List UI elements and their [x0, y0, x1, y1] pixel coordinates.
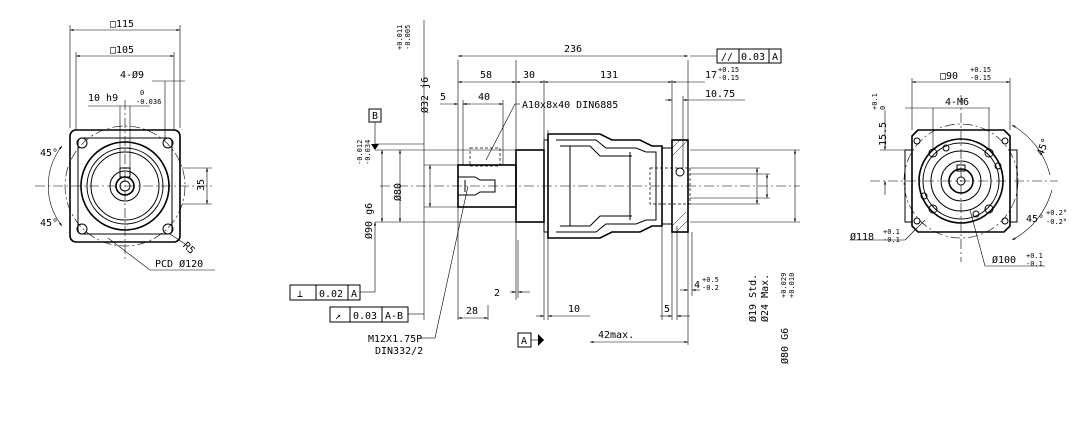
len-17: 17 [705, 70, 717, 81]
rear-dia-100-tol-lower: -0.1 [1026, 260, 1043, 268]
front-square-outer-label: □115 [110, 19, 134, 30]
len-17-tol-upper: +0.15 [718, 66, 739, 74]
front-angle-top: 45° [40, 148, 58, 159]
rear-dia-118-tol-upper: +0.1 [883, 228, 900, 236]
front-pcd-label: PCD Ø120 [155, 258, 203, 270]
front-keyway-label: 10 h9 [88, 93, 118, 104]
rear-angle-tol-lower: -0.2° [1046, 218, 1067, 226]
parallelism-datum: A [772, 52, 778, 63]
runout-datum: A-B [385, 311, 403, 322]
rear-height-tol-upper: +0.1 [871, 93, 879, 110]
thread-callout-1: M12X1.75P [368, 334, 422, 345]
front-keyway-tol-upper: 0 [140, 89, 144, 97]
dia-19-std: Ø19 Std. [747, 274, 759, 322]
rear-threads-label: 4-M6 [945, 97, 969, 108]
len-17-tol-lower: -0.15 [718, 74, 739, 82]
thread-callout-2: DIN332/2 [375, 346, 423, 357]
rear-dia-118: Ø118 [850, 231, 874, 243]
perp-datum: A [351, 289, 357, 300]
len-2: 2 [494, 288, 500, 299]
total-length-236: 236 [564, 44, 582, 55]
front-holes-label: 4-Ø9 [120, 69, 144, 81]
parallelism-value: 0.03 [741, 52, 765, 63]
len-10: 10 [568, 304, 580, 315]
rear-dia-100: Ø100 [992, 254, 1016, 266]
max-42: 42max. [598, 330, 634, 341]
len-4: 4 [694, 280, 700, 291]
len-131: 131 [600, 70, 618, 81]
datum-a: A [521, 336, 527, 347]
rear-square-tol-lower: -0.15 [970, 74, 991, 82]
len-5-top: 5 [440, 92, 446, 103]
perp-value: 0.02 [319, 289, 343, 300]
len-58: 58 [480, 70, 492, 81]
rear-view: □90 +0.15 -0.15 4-M6 15.5 +0.1 0 45° 45°… [850, 66, 1067, 268]
perp-symbol: ⊥ [297, 289, 303, 300]
bore-fit-label: Ø80 G6 [779, 328, 791, 364]
front-view: □115 □105 4-Ø9 10 h9 0 -0.036 45° 45° 35… [35, 19, 215, 271]
runout-value: 0.03 [353, 311, 377, 322]
len-40: 40 [478, 92, 490, 103]
front-square-inner-label: □105 [110, 45, 134, 56]
len-4-tol-lower: -0.2 [702, 284, 719, 292]
rear-dia-100-tol-upper: +0.1 [1026, 252, 1043, 260]
rear-dia-118-tol-lower: -0.1 [883, 236, 900, 244]
len-10-75: 10.75 [705, 89, 735, 100]
rear-angle-bottom: 45° [1026, 214, 1044, 225]
parallelism-frame: // 0.03 A [690, 48, 782, 64]
len-4-tol-upper: +0.5 [702, 276, 719, 284]
front-height-35: 35 [196, 179, 207, 191]
pilot-tol-lower: -0.034 [364, 140, 372, 165]
shaft-fit-label: Ø32 j6 [419, 77, 431, 113]
rear-height-label: 15.5 [878, 122, 889, 146]
dia-24-max: Ø24 Max. [759, 274, 771, 322]
bore-tol-lower: +0.010 [788, 273, 796, 298]
runout-frame: ↗ 0.03 A-B [329, 306, 424, 323]
rear-square-label: □90 [940, 71, 958, 82]
rear-angle-tol-upper: +0.2° [1046, 209, 1067, 217]
runout-symbol: ↗ [335, 311, 341, 322]
parallelism-symbol: // [721, 52, 733, 63]
perpendicularity-frame: ⊥ 0.02 A [289, 222, 377, 301]
rear-angle-top: 45° [1035, 137, 1052, 158]
key-callout: A10x8x40 DIN6885 [522, 100, 618, 111]
shaft-fit-tol-upper: +0.011 [396, 25, 404, 50]
front-keyway-tol-lower: -0.036 [136, 98, 161, 106]
rear-square-tol-upper: +0.15 [970, 66, 991, 74]
len-5-bottom: 5 [664, 304, 670, 315]
front-angle-bottom: 45° [40, 218, 58, 229]
shaft-fit-tol-lower: -0.005 [404, 25, 412, 50]
len-28: 28 [466, 306, 478, 317]
pilot-dia-label: Ø90 g6 [363, 203, 375, 239]
side-view: 236 // 0.03 A 58 30 131 17 +0.15 -0.15 5… [289, 20, 800, 364]
len-30: 30 [523, 70, 535, 81]
bore-tol-upper: +0.029 [780, 273, 788, 298]
pilot-tol-upper: -0.012 [356, 140, 364, 165]
datum-b: B [372, 111, 378, 122]
rear-height-tol-lower: 0 [879, 106, 887, 110]
dia-80-label: Ø80 [392, 183, 404, 201]
